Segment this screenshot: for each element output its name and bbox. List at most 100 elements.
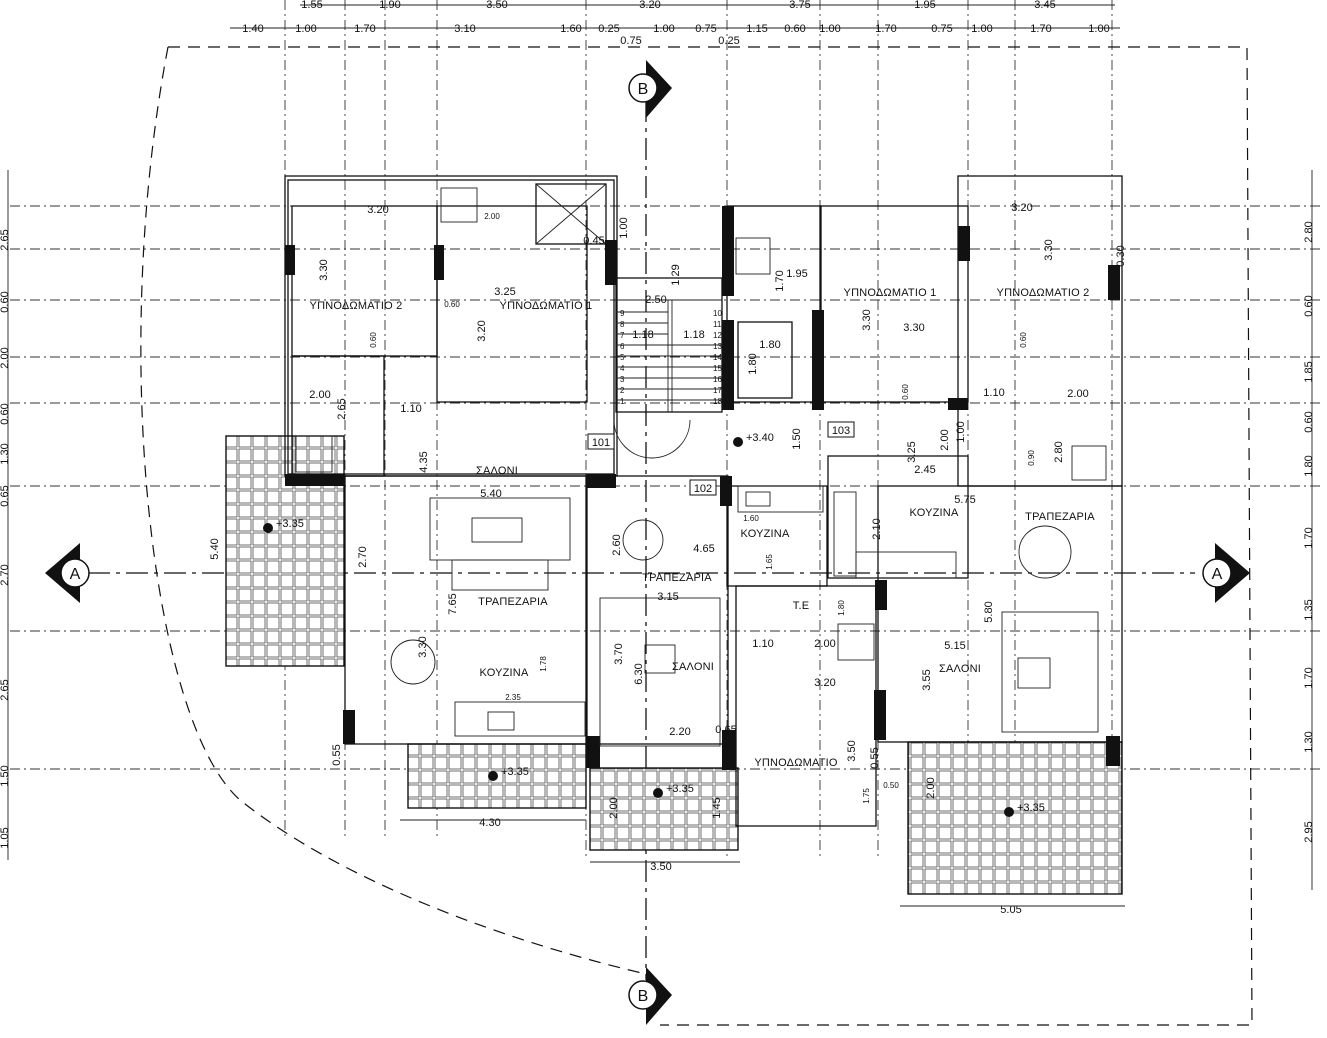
top-dim-r2-14: 1.00 xyxy=(971,23,992,35)
svg-text:13: 13 xyxy=(713,342,722,351)
room-center-kitchen: ΚΟΥΖΙΝΑ xyxy=(741,528,790,540)
top-dim-r2-7: 1.00 xyxy=(653,23,674,35)
top-dim-1: 1.55 xyxy=(301,0,322,11)
svg-text:0.60: 0.60 xyxy=(1303,295,1315,316)
room-labels: ΥΠΝΟΔΩΜΑΤΙΟ 2 ΥΠΝΟΔΩΜΑΤΙΟ 1 ΣΑΛΟΝΙ ΤΡΑΠΕ… xyxy=(310,287,1096,769)
svg-text:2.00: 2.00 xyxy=(939,429,951,450)
svg-text:3: 3 xyxy=(620,375,625,384)
section-marker-a-left[interactable]: A xyxy=(45,543,90,603)
svg-text:4: 4 xyxy=(620,364,625,373)
top-dim-r2-1: 1.40 xyxy=(242,23,263,35)
svg-text:+3.35: +3.35 xyxy=(501,766,529,778)
svg-text:5.80: 5.80 xyxy=(983,601,995,622)
section-marker-b-top[interactable]: B xyxy=(628,60,672,118)
svg-text:1.80: 1.80 xyxy=(1303,455,1315,476)
svg-text:3.15: 3.15 xyxy=(657,591,678,603)
svg-text:3.20: 3.20 xyxy=(814,677,835,689)
svg-text:1.18: 1.18 xyxy=(632,329,653,341)
svg-text:3.30: 3.30 xyxy=(417,636,429,657)
top-dim-r2-9: 1.15 xyxy=(746,23,767,35)
svg-text:0.60: 0.60 xyxy=(1019,332,1028,348)
svg-text:2.50: 2.50 xyxy=(645,294,666,306)
svg-text:3.25: 3.25 xyxy=(906,441,918,462)
svg-text:3.30: 3.30 xyxy=(318,259,330,280)
room-west-dining: ΤΡΑΠΕΖΑΡΙΑ xyxy=(478,596,548,608)
room-west-kitchen: ΚΟΥΖΙΝΑ xyxy=(480,667,529,679)
svg-text:3.30: 3.30 xyxy=(1043,239,1055,260)
svg-text:1.80: 1.80 xyxy=(747,353,759,374)
interior-dimensions: 3.20 2.00 0.45 1.00 3.25 3.30 0.60 3.20 … xyxy=(209,202,1127,916)
svg-text:2.00: 2.00 xyxy=(608,797,620,818)
room-east-dining: ΤΡΑΠΕΖΑΡΙΑ xyxy=(1025,511,1095,523)
svg-text:6.30: 6.30 xyxy=(633,663,645,684)
top-dim-r2-12: 1.70 xyxy=(875,23,896,35)
svg-text:2.45: 2.45 xyxy=(914,464,935,476)
svg-text:2.80: 2.80 xyxy=(1053,441,1065,462)
svg-text:0.90: 0.90 xyxy=(1027,450,1036,466)
svg-text:0.60: 0.60 xyxy=(444,300,460,309)
svg-text:2.70: 2.70 xyxy=(0,564,11,585)
svg-text:1.80: 1.80 xyxy=(759,339,780,351)
top-dim-r2-4: 3.10 xyxy=(454,23,475,35)
svg-text:3.20: 3.20 xyxy=(476,320,488,341)
svg-text:0.60: 0.60 xyxy=(901,384,910,400)
svg-text:B: B xyxy=(638,81,649,98)
top-dim-r2-8: 0.75 xyxy=(695,23,716,35)
svg-text:1.10: 1.10 xyxy=(400,403,421,415)
top-dim-r2-5: 1.60 xyxy=(560,23,581,35)
svg-text:2.70: 2.70 xyxy=(357,546,369,567)
svg-text:2.80: 2.80 xyxy=(1303,221,1315,242)
room-east-salon: ΣΑΛΟΝΙ xyxy=(939,663,981,675)
top-dim-r2-11: 1.00 xyxy=(819,23,840,35)
svg-text:2.35: 2.35 xyxy=(505,693,521,702)
top-dim-r2-16: 1.00 xyxy=(1088,23,1109,35)
top-dim-6: 1.95 xyxy=(914,0,935,11)
svg-text:14: 14 xyxy=(713,353,722,362)
svg-text:0.55: 0.55 xyxy=(331,744,343,765)
svg-text:2.00: 2.00 xyxy=(1067,388,1088,400)
top-dim-2: 1.90 xyxy=(379,0,400,11)
svg-text:2.00: 2.00 xyxy=(309,389,330,401)
svg-text:+3.40: +3.40 xyxy=(746,432,774,444)
staircase xyxy=(613,299,722,459)
svg-text:10: 10 xyxy=(713,309,722,318)
svg-text:3.30: 3.30 xyxy=(861,309,873,330)
svg-text:2.20: 2.20 xyxy=(669,726,690,738)
room-west-bedroom-1: ΥΠΝΟΔΩΜΑΤΙΟ 1 xyxy=(500,300,593,312)
svg-text:2.65: 2.65 xyxy=(336,398,348,419)
svg-text:3.70: 3.70 xyxy=(613,643,625,664)
svg-text:2.60: 2.60 xyxy=(611,534,623,555)
svg-text:1.80: 1.80 xyxy=(837,600,846,616)
svg-text:A: A xyxy=(70,566,81,583)
svg-text:7: 7 xyxy=(620,331,625,340)
svg-text:1.30: 1.30 xyxy=(1303,731,1315,752)
svg-text:8: 8 xyxy=(620,320,625,329)
svg-text:0.30: 0.30 xyxy=(1115,245,1127,266)
svg-text:3.20: 3.20 xyxy=(367,204,388,216)
section-marker-b-bottom[interactable]: B xyxy=(628,967,672,1025)
svg-text:1.78: 1.78 xyxy=(539,656,548,672)
svg-text:1.70: 1.70 xyxy=(1303,667,1315,688)
top-dim-r2-2: 1.00 xyxy=(295,23,316,35)
svg-text:18: 18 xyxy=(713,397,722,406)
svg-text:3.20: 3.20 xyxy=(1011,202,1032,214)
top-dim-r3-1: 0.75 xyxy=(620,35,641,47)
svg-text:0.60: 0.60 xyxy=(0,403,11,424)
svg-text:1.85: 1.85 xyxy=(1303,361,1315,382)
svg-text:5: 5 xyxy=(620,353,625,362)
columns xyxy=(285,206,1120,770)
svg-text:1.50: 1.50 xyxy=(0,765,11,786)
svg-text:2.00: 2.00 xyxy=(484,212,500,221)
room-center-wc: Τ.Ε xyxy=(793,600,810,612)
room-east-bedroom-1: ΥΠΝΟΔΩΜΑΤΙΟ 1 xyxy=(844,287,937,299)
section-marker-a-right[interactable]: A xyxy=(1202,543,1250,603)
svg-text:4.35: 4.35 xyxy=(418,451,430,472)
svg-text:1.60: 1.60 xyxy=(743,514,759,523)
room-center-salon: ΣΑΛΟΝΙ xyxy=(672,661,714,673)
svg-text:2.10: 2.10 xyxy=(871,518,883,539)
svg-text:9: 9 xyxy=(620,309,625,318)
right-dims: 2.80 0.60 1.85 0.60 1.80 1.70 1.35 1.70 … xyxy=(1303,221,1315,842)
svg-text:4.30: 4.30 xyxy=(479,817,500,829)
svg-text:2.00: 2.00 xyxy=(0,347,11,368)
top-dim-3: 3.50 xyxy=(486,0,507,11)
